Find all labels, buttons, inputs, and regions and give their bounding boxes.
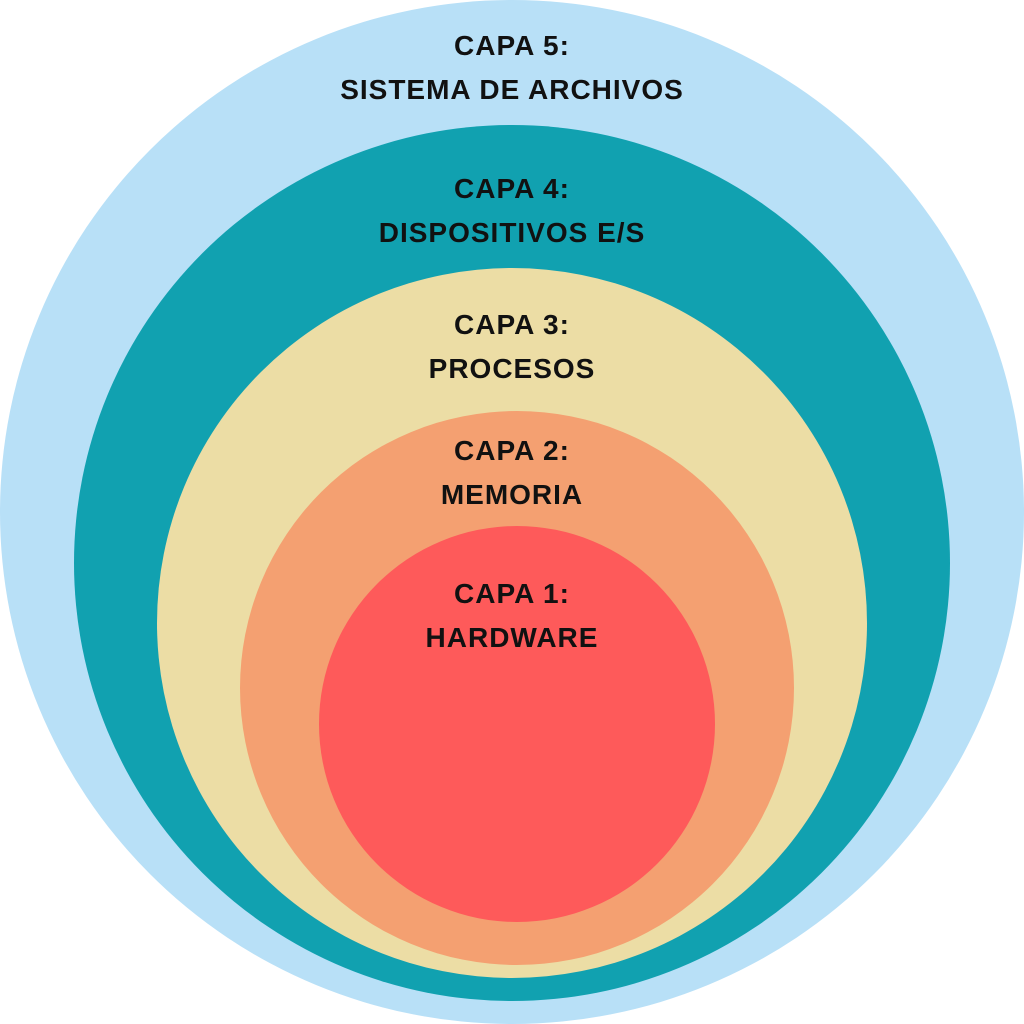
layer-2-title: CAPA 2: xyxy=(454,435,570,466)
layer-1-circle xyxy=(319,526,715,922)
layer-2-name: MEMORIA xyxy=(440,479,584,510)
layer-5-title: CAPA 5: xyxy=(454,30,570,61)
layer-1-label: CAPA 1: HARDWARE xyxy=(0,580,1024,652)
layer-4-label: CAPA 4: DISPOSITIVOS E/S xyxy=(0,175,1024,247)
layer-5-name: SISTEMA DE ARCHIVOS xyxy=(340,74,684,105)
layer-3-title: CAPA 3: xyxy=(454,309,570,340)
layer-3-name: PROCESOS xyxy=(428,353,596,384)
layer-3-label: CAPA 3: PROCESOS xyxy=(0,311,1024,383)
layer-2-label: CAPA 2: MEMORIA xyxy=(0,437,1024,509)
layer-4-name: DISPOSITIVOS E/S xyxy=(378,217,646,248)
layer-1-name: HARDWARE xyxy=(425,622,599,653)
layer-5-label: CAPA 5: SISTEMA DE ARCHIVOS xyxy=(0,32,1024,104)
layer-1-title: CAPA 1: xyxy=(454,578,570,609)
layer-4-title: CAPA 4: xyxy=(454,173,570,204)
